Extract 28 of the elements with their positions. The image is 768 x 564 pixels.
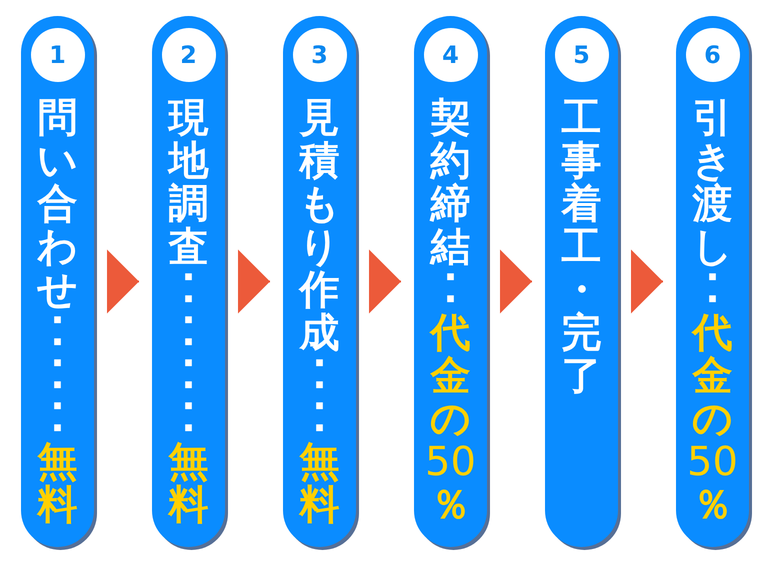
fee-label: 無料 xyxy=(38,441,78,527)
arrow xyxy=(500,250,532,314)
step-pill xyxy=(21,16,94,547)
step-pill xyxy=(545,16,618,547)
fee-label: 無料 xyxy=(300,441,340,527)
fee-label: 代金の50％ xyxy=(425,312,476,527)
step-label: 現地調査････････ xyxy=(168,97,208,441)
number-circle: 3 xyxy=(292,28,346,82)
step-label: 問い合わせ･･････ xyxy=(37,97,78,441)
step-label: 見積もり作成････ xyxy=(299,97,340,441)
step-pill xyxy=(283,16,356,547)
arrow xyxy=(107,250,139,314)
step-pill xyxy=(152,16,225,547)
arrow xyxy=(238,250,270,314)
step-label: 契約締結･･ xyxy=(430,97,470,312)
step-pill xyxy=(414,16,487,547)
number-circle: 4 xyxy=(424,28,478,82)
number-circle: 5 xyxy=(554,28,608,82)
arrow xyxy=(631,250,663,314)
number-circle: 1 xyxy=(30,28,84,82)
arrow xyxy=(369,250,401,314)
fee-label: 代金の50％ xyxy=(687,312,738,527)
number-circle: 2 xyxy=(162,28,216,82)
fee-label: 無料 xyxy=(168,441,208,527)
number-circle: 6 xyxy=(686,28,740,82)
step-label: 工事着工・完了 xyxy=(562,97,602,398)
step-pill xyxy=(676,16,749,547)
step-label: 引き渡し･･ xyxy=(692,97,733,312)
